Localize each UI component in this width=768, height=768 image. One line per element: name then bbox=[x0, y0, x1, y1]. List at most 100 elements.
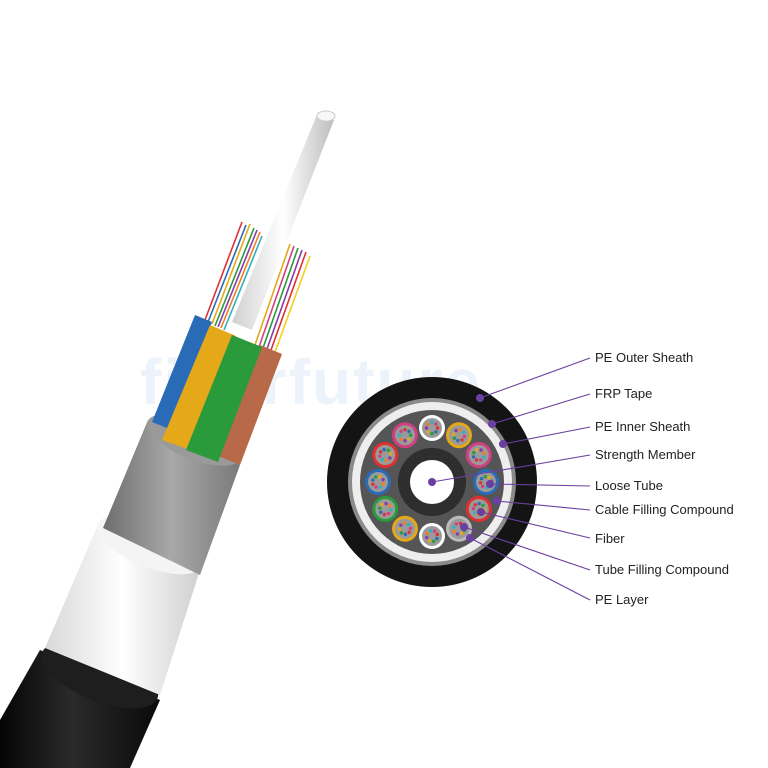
fiber-dot bbox=[478, 481, 483, 485]
loose-tube-yellow bbox=[162, 325, 236, 450]
leader-strength-member bbox=[431, 454, 591, 483]
fiber-dot bbox=[435, 532, 439, 537]
label-frp-tape: FRP Tape bbox=[595, 386, 653, 401]
outer-jacket-segment bbox=[0, 650, 160, 768]
label-loose-tube: Loose Tube bbox=[595, 478, 663, 493]
fiber-dot bbox=[471, 506, 475, 511]
fiber-dot bbox=[462, 434, 467, 439]
fiber-dot bbox=[430, 431, 434, 436]
fiber-dot bbox=[454, 428, 458, 433]
leader-loose-tube bbox=[489, 483, 591, 487]
fiber-dot bbox=[427, 539, 432, 543]
leader-frp-tape bbox=[491, 393, 591, 425]
fiber-dot bbox=[407, 437, 411, 441]
fiber-dot bbox=[384, 458, 389, 463]
fiber-dot bbox=[371, 482, 375, 486]
fiber-dot bbox=[399, 531, 404, 535]
fiber-dot bbox=[430, 420, 434, 425]
loose-tube-blue bbox=[152, 315, 212, 430]
fiber-dot bbox=[378, 506, 382, 510]
fiber-dot bbox=[399, 429, 403, 434]
fiber-dot bbox=[451, 432, 456, 436]
fiber-dot bbox=[387, 504, 392, 508]
fiber-dot bbox=[434, 430, 438, 434]
leader-dot-cable-filling-compound bbox=[492, 496, 502, 506]
loose-tube-green bbox=[186, 335, 262, 462]
fiber-dot bbox=[483, 474, 487, 479]
fiber-dot bbox=[461, 430, 466, 434]
fiber-dot bbox=[386, 448, 390, 453]
fiber-strands bbox=[204, 221, 311, 353]
fiber-dot bbox=[378, 450, 383, 454]
leader-dot-pe-outer-sheath bbox=[475, 393, 485, 403]
leader-fiber bbox=[480, 511, 591, 539]
fiber-dot bbox=[431, 539, 436, 543]
leader-lines bbox=[431, 357, 591, 601]
fiber-dot bbox=[378, 454, 382, 458]
fiber-dot bbox=[434, 422, 438, 426]
fiber-dot bbox=[408, 526, 413, 531]
fiber-dot bbox=[454, 522, 459, 526]
fiber-dot bbox=[487, 475, 492, 480]
fiber-dot bbox=[473, 503, 477, 507]
fiber-dot bbox=[388, 508, 393, 512]
fiber-dot bbox=[378, 475, 382, 479]
fiber-dot bbox=[428, 529, 433, 533]
fiber-dot bbox=[479, 476, 484, 481]
tube-filling-3 bbox=[468, 445, 489, 465]
fiber-dot bbox=[481, 503, 485, 508]
fiber-dot bbox=[452, 525, 456, 529]
fiber-dot bbox=[482, 451, 486, 455]
fiber-dot bbox=[403, 439, 407, 443]
fiber-dot bbox=[382, 447, 386, 452]
tube-filling-2 bbox=[449, 425, 469, 446]
fiber-dot bbox=[399, 523, 403, 527]
fiber-dot bbox=[455, 532, 460, 536]
fiber-dot bbox=[403, 532, 408, 536]
fiber-dot bbox=[425, 535, 429, 540]
fiber-dot bbox=[424, 426, 429, 430]
fiber-dot bbox=[458, 428, 462, 432]
tube-filling-10 bbox=[368, 472, 388, 492]
tube-filling-7 bbox=[422, 526, 442, 546]
label-strength-member: Strength Member bbox=[595, 447, 696, 462]
fiber-dot bbox=[397, 527, 402, 531]
leader-dot-tube-filling-compound bbox=[459, 522, 469, 532]
tube-filling-9 bbox=[375, 499, 396, 519]
fiber-dot bbox=[460, 438, 464, 442]
leader-dot-pe-layer bbox=[465, 533, 475, 543]
fiber-dot bbox=[388, 456, 392, 460]
fiber-dot bbox=[452, 529, 456, 534]
fiber-dot bbox=[425, 531, 429, 536]
fiber-dot bbox=[407, 429, 411, 434]
fiber-dot bbox=[378, 485, 382, 489]
fiber-dot bbox=[435, 536, 439, 541]
fiber-dot bbox=[435, 426, 440, 430]
fiber-dot bbox=[402, 521, 407, 525]
loose-tubes-ring bbox=[365, 415, 499, 549]
fiber-dot bbox=[403, 428, 407, 432]
label-tube-filling-compound: Tube Filling Compound bbox=[595, 562, 729, 577]
fiber-dot bbox=[471, 455, 476, 459]
leader-dot-loose-tube bbox=[485, 479, 495, 489]
leader-cable-filling-compound bbox=[496, 500, 591, 511]
fiber-dot bbox=[426, 422, 430, 426]
fiber-dot bbox=[384, 501, 388, 506]
fiber-dot bbox=[477, 501, 481, 506]
fiber-dot bbox=[374, 485, 378, 489]
fiber-dot bbox=[472, 510, 477, 515]
fiber-dot bbox=[452, 436, 457, 440]
fiber-dot bbox=[432, 529, 437, 533]
fiber-dot bbox=[399, 437, 403, 441]
fiber-dot bbox=[475, 448, 479, 452]
fiber-dot bbox=[382, 512, 387, 517]
fiber-dot bbox=[456, 438, 460, 443]
fiber-dot bbox=[408, 433, 413, 437]
leader-dot-fiber bbox=[476, 507, 486, 517]
fiber-dot bbox=[478, 458, 483, 462]
leader-dot-frp-tape bbox=[487, 419, 497, 429]
label-fiber: Fiber bbox=[595, 531, 625, 546]
label-cable-filling-compound: Cable Filling Compound bbox=[595, 502, 734, 517]
leader-pe-layer bbox=[469, 537, 591, 601]
